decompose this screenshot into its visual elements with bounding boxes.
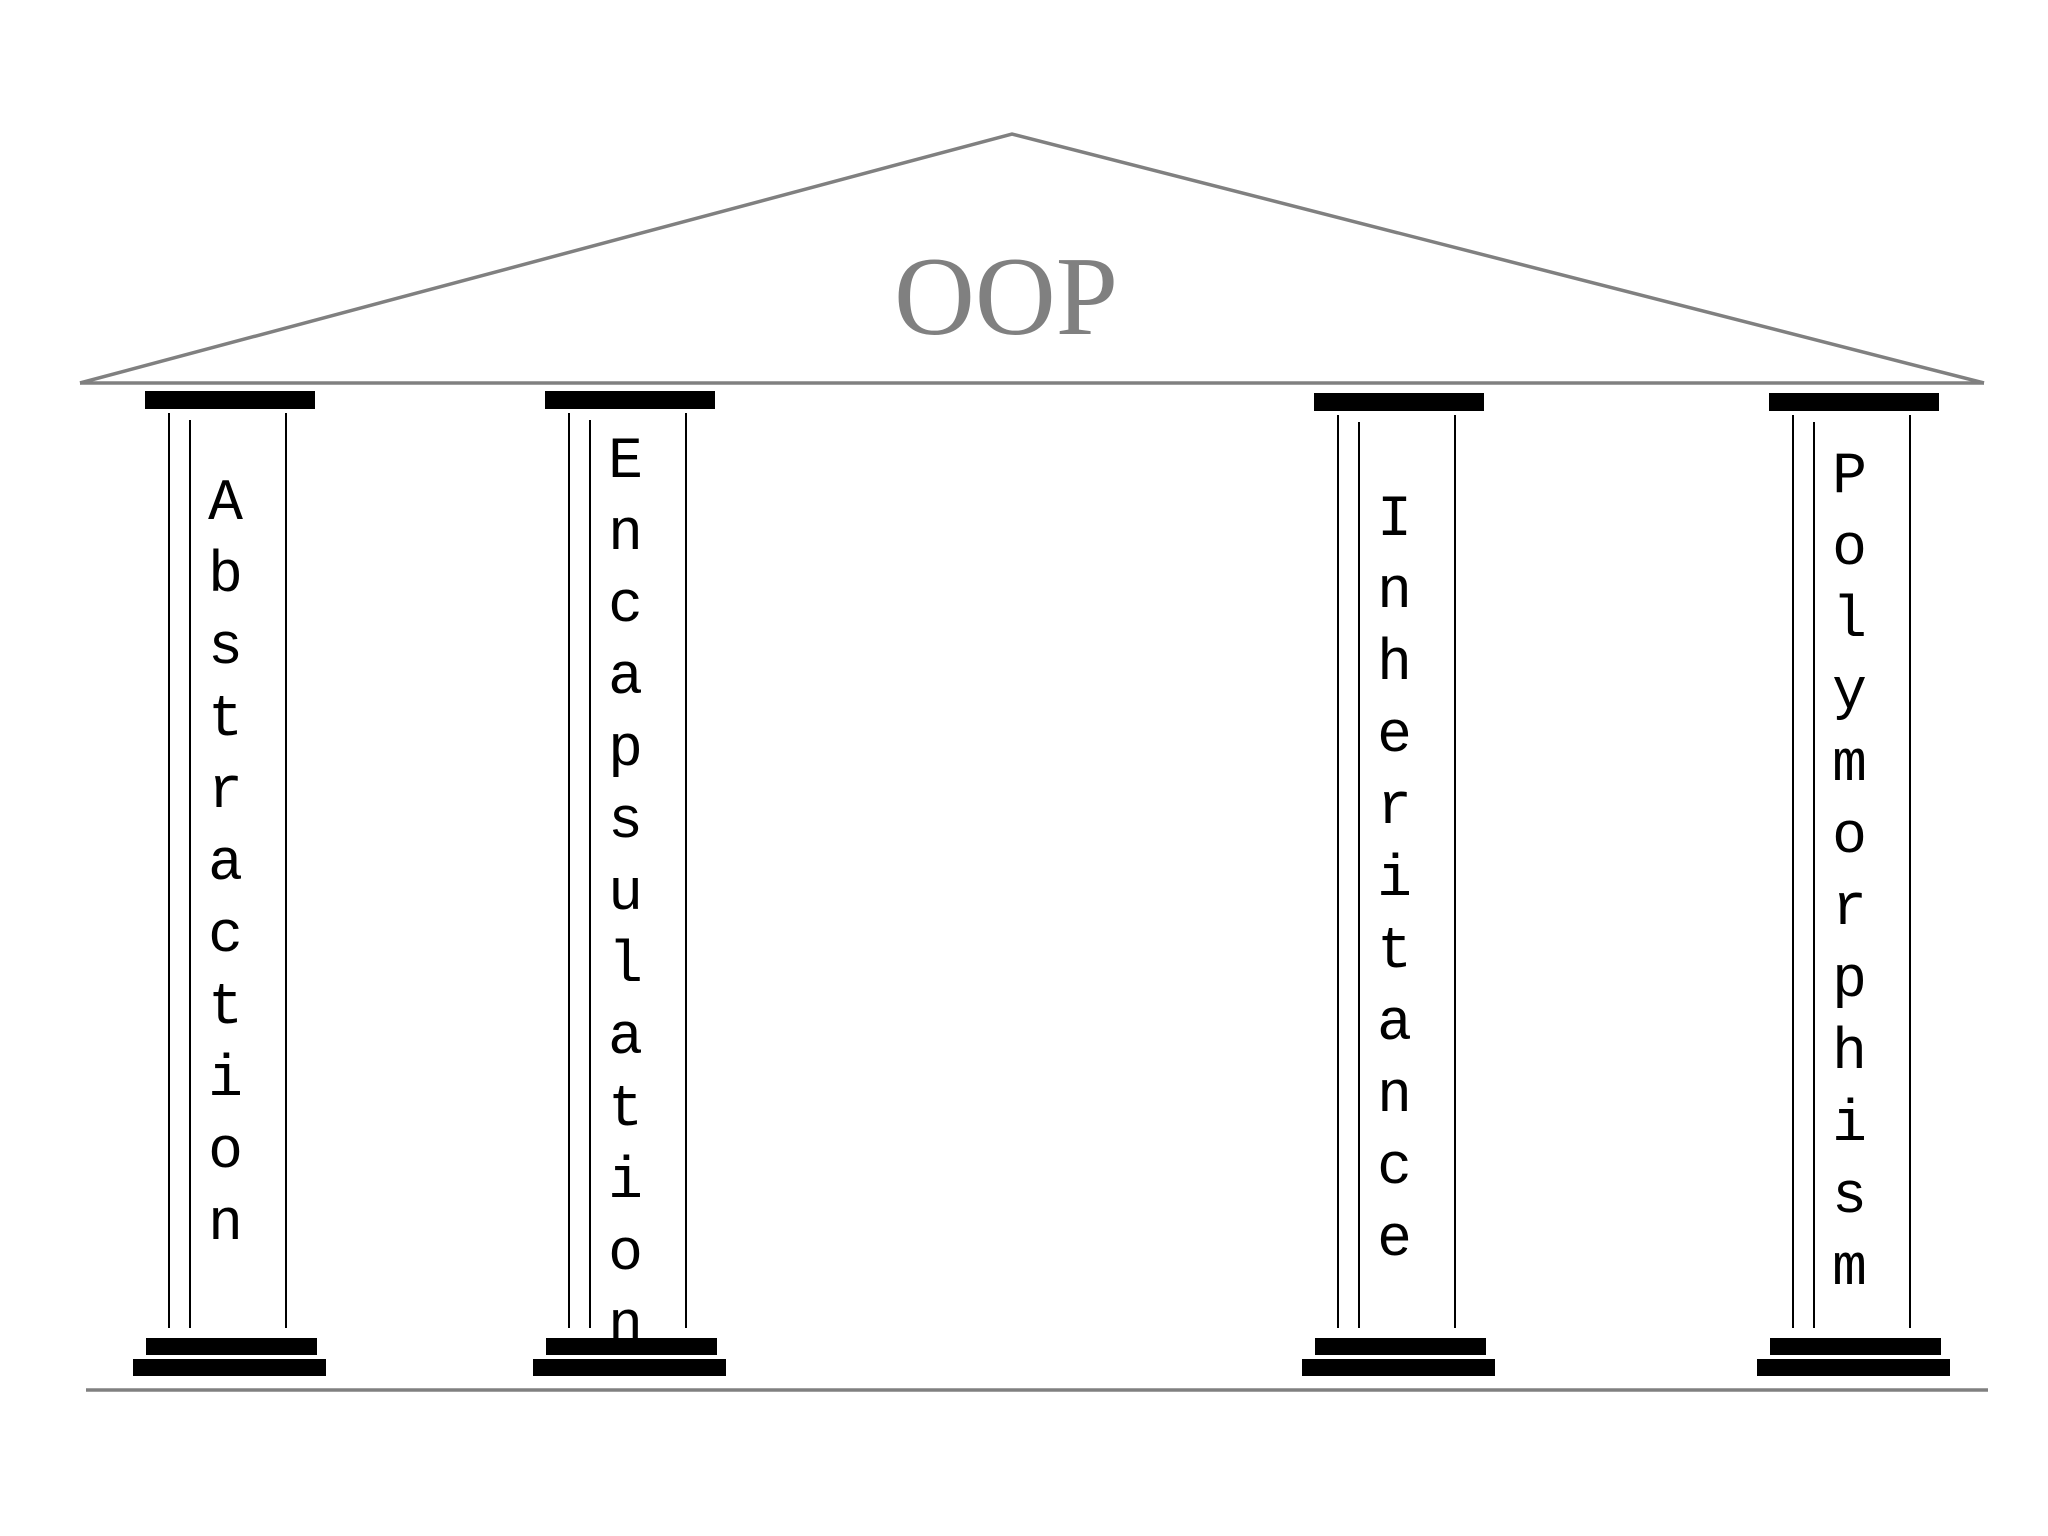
pillar-capital (145, 391, 315, 409)
pillar-base-bottom (533, 1359, 726, 1376)
pillar-base-top (1770, 1338, 1941, 1355)
roof-pediment (79, 132, 1985, 385)
pillar-capital (1769, 393, 1939, 411)
pillar-capital (545, 391, 715, 409)
pillar-encapsulation (533, 391, 726, 1376)
roof: OOP (79, 132, 1985, 385)
pillar-label-polymorphism: Polymorphism (1817, 445, 1882, 1309)
pillar-inheritance (1302, 393, 1495, 1376)
pillar-label-inheritance: Inheritance (1362, 488, 1427, 1280)
pillar-capital (1314, 393, 1484, 411)
pillar-abstraction (133, 391, 326, 1376)
pillar-base-top (546, 1338, 717, 1355)
pillar-label-encapsulation: Encapsulation (593, 430, 658, 1366)
pillar-base-top (1315, 1338, 1486, 1355)
pillar-base-top (146, 1338, 317, 1355)
pillar-base-bottom (1302, 1359, 1495, 1376)
pillar-polymorphism (1757, 393, 1950, 1376)
roof-title: OOP (894, 235, 1118, 359)
pillar-label-abstraction: Abstraction (193, 472, 258, 1264)
pillar-base-bottom (1757, 1359, 1950, 1376)
pillar-base-bottom (133, 1359, 326, 1376)
